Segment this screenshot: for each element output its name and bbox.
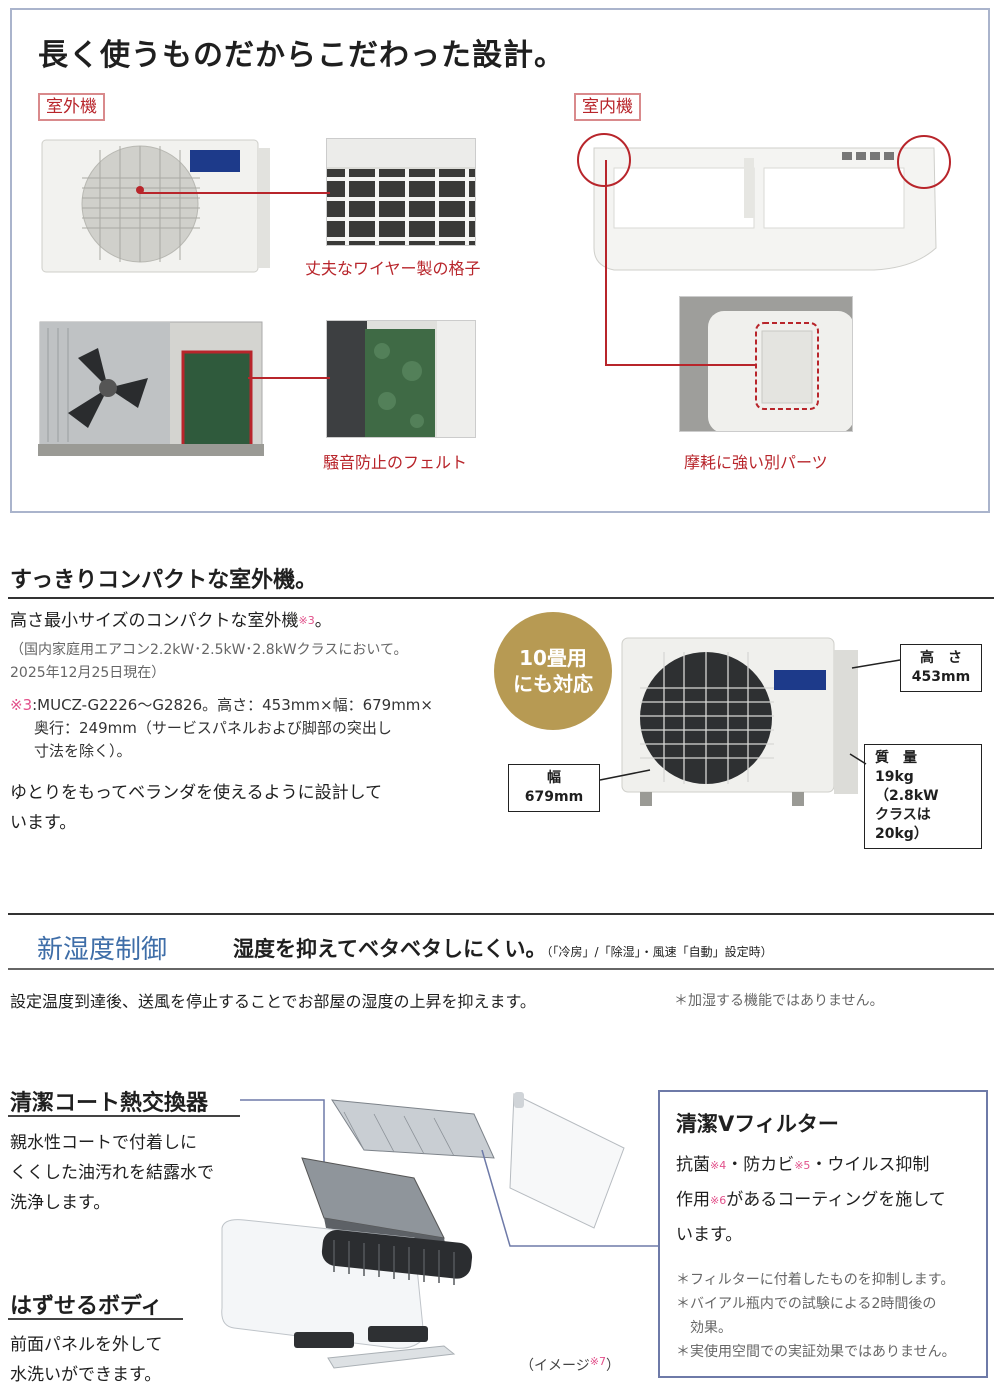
compact-note-1: （国内家庭用エアコン2.2kW･2.5kW･2.8kWクラスにおいて。 xyxy=(10,642,408,658)
tatami-10-badge: 10畳用にも対応 xyxy=(494,612,612,730)
compact-body-text: ゆとりをもってベランダを使えるように設計しています。 xyxy=(10,783,383,833)
compact-note-2: 2025年12月25日現在） xyxy=(10,665,166,681)
compact-lead-text: 高さ最小サイズのコンパクトな室外機※3。 xyxy=(10,611,332,631)
indoor-unit-tag: 室内機 xyxy=(574,93,641,121)
clean-v-filter-box xyxy=(658,1090,988,1378)
removable-body-title: はずせるボディ xyxy=(10,1294,163,1319)
outdoor-unit-tag: 室外機 xyxy=(38,93,105,121)
image-caption: （イメージ※7） xyxy=(520,1355,620,1374)
filter-note-2b: 効果。 xyxy=(690,1320,732,1336)
width-pointer xyxy=(599,769,651,781)
compact-outdoor-unit-photo xyxy=(616,632,860,810)
humidity-heading: 湿度を抑えてベタベタしにくい。（「冷房」/「除湿」・風速「自動」設定時） xyxy=(233,937,773,961)
indoor-unit-frame-photo xyxy=(574,128,954,278)
outdoor-unit-photo xyxy=(40,138,272,276)
felt-closeup-photo xyxy=(326,320,476,438)
humidity-body-text: 設定温度到達後、送風を停止することでお部屋の湿度の上昇を抑えます。 xyxy=(10,992,536,1011)
compact-note-3: ※3:MUCZ-G2226～G2826。高さ：453mm×幅：679mm× 奥行… xyxy=(10,696,433,760)
section-rule xyxy=(8,597,994,599)
filter-note-2: ＊バイアル瓶内での試験による2時間後の xyxy=(676,1296,937,1312)
wire-grid-closeup-photo xyxy=(326,138,476,246)
design-section xyxy=(10,8,990,513)
outdoor-interior-photo xyxy=(38,318,270,466)
parts-connector-line xyxy=(605,160,755,366)
filter-pointer xyxy=(481,1150,658,1247)
filter-note-1: ＊フィルターに付着したものを抑制します。 xyxy=(676,1272,955,1288)
filter-note-3: ＊実使用空間での実証効果ではありません。 xyxy=(676,1344,956,1360)
wire-grid-label: 丈夫なワイヤー製の格子 xyxy=(305,259,481,278)
removable-body-text: 前面パネルを外して水洗いができます。 xyxy=(10,1335,163,1385)
removable-body-underline xyxy=(8,1318,183,1320)
humidity-note: ＊加湿する機能ではありません。 xyxy=(674,993,884,1009)
clean-v-filter-text: 抗菌※4・防カビ※5・ウイルス抑制 作用※6があるコーティングを施して います。 xyxy=(676,1155,946,1245)
clean-coat-underline xyxy=(8,1115,240,1117)
felt-label: 騒音防止のフェルト xyxy=(323,453,468,472)
clean-v-filter-title: 清潔Vフィルター xyxy=(676,1112,839,1136)
humidity-control-label: 新湿度制御 xyxy=(37,935,168,965)
section-title-design: 長く使うものだからこだわった設計。 xyxy=(38,38,565,73)
compact-outdoor-heading: すっきりコンパクトな室外機。 xyxy=(10,568,318,593)
height-pointer xyxy=(851,659,901,669)
clean-coat-text: 親水性コートで付着しにくくした油汚れを結露水で洗浄します。 xyxy=(10,1133,214,1213)
wire-grid-connector-line xyxy=(140,192,330,194)
mass-pointer xyxy=(849,753,867,765)
clean-coat-title: 清潔コート熱交換器 xyxy=(10,1091,209,1116)
exploded-view-illustration xyxy=(214,1088,654,1384)
section-rule xyxy=(8,913,994,915)
section-rule-thin xyxy=(8,968,994,970)
felt-connector-line xyxy=(248,377,330,379)
parts-label: 摩耗に強い別パーツ xyxy=(684,453,828,472)
